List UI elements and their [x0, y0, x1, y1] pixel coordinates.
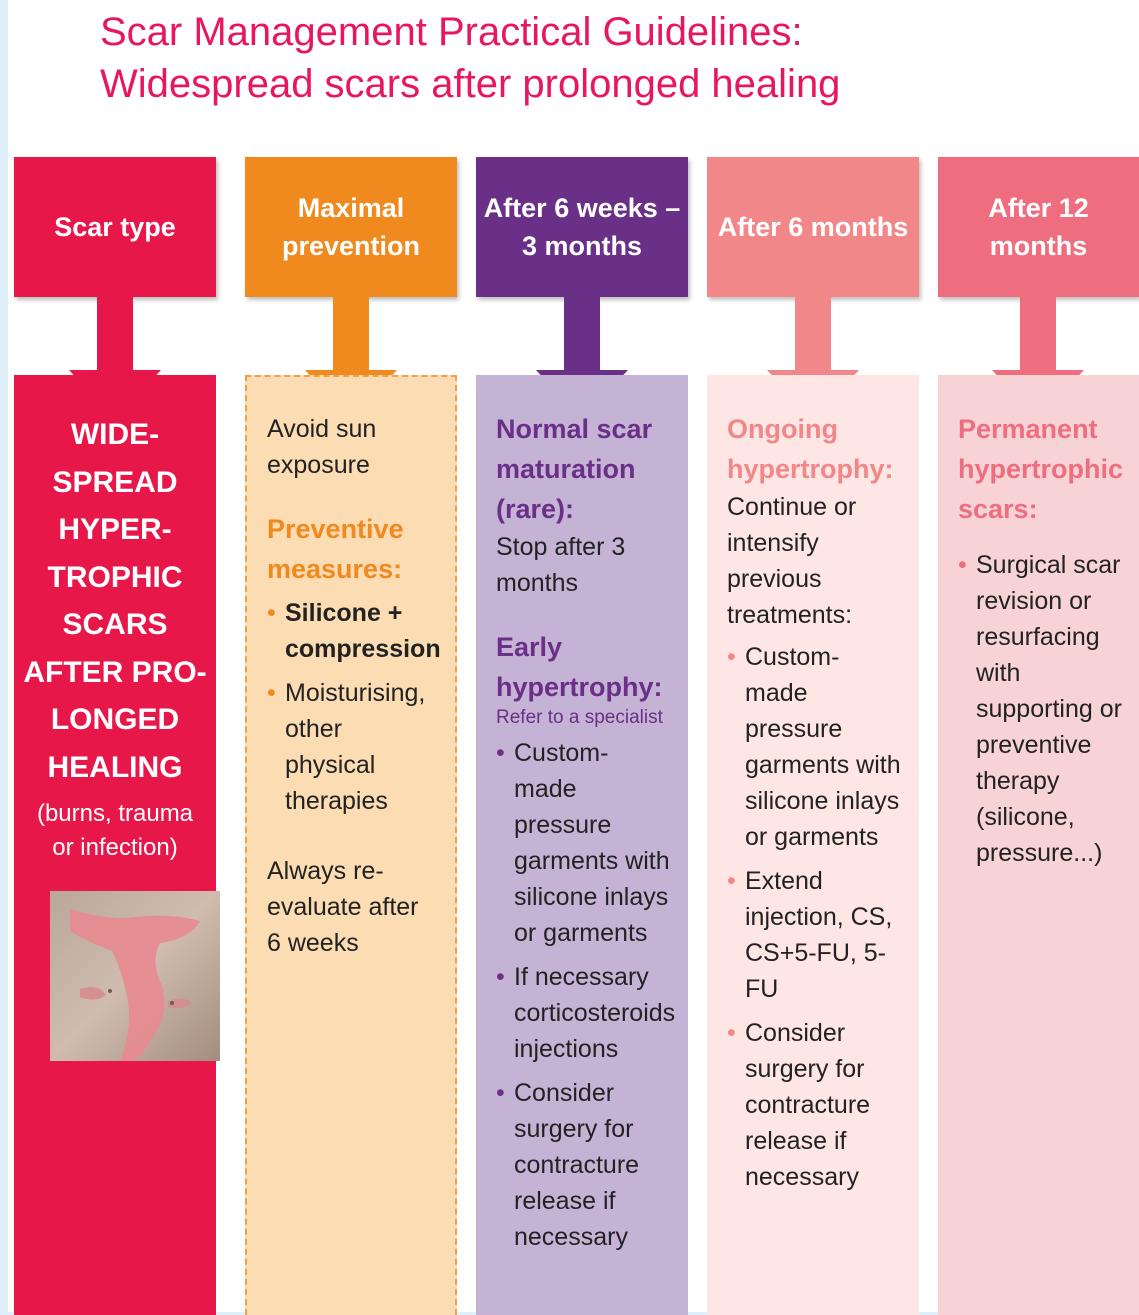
scar-photo [50, 891, 220, 1061]
bullet-list: •Custom-made pressure garments with sili… [496, 735, 670, 1255]
sub-note: Refer to a specialist [496, 707, 670, 729]
list-item: •Silicone + compression [267, 595, 437, 667]
arrow-stem [795, 297, 831, 372]
scar-type-label: WIDE- SPREAD HYPER- TROPHIC SCARS AFTER … [20, 411, 210, 791]
column-header: After 12 months [938, 157, 1139, 297]
list-item: •Custom-made pressure garments with sili… [727, 639, 901, 855]
arrow-stem [564, 297, 600, 372]
column-body: WIDE- SPREAD HYPER- TROPHIC SCARS AFTER … [14, 375, 216, 1315]
arrow-stem [333, 297, 369, 372]
list-item: •Consider surgery for contracture releas… [496, 1075, 670, 1255]
section-text: Stop after 3 months [496, 529, 670, 601]
outro-text: Always re-evaluate after 6 weeks [267, 853, 437, 961]
column-body: Permanent hypertrophic scars: •Surgical … [938, 375, 1139, 1315]
column-header: Scar type [14, 157, 216, 297]
scar-type-note: (burns, trauma or infection) [20, 797, 210, 865]
bullet-list: •Surgical scar revision or resurfacing w… [958, 547, 1131, 871]
list-item: •Extend injection, CS, CS+5-FU, 5-FU [727, 863, 901, 1007]
section-heading: Early hypertrophy: [496, 627, 670, 707]
list-item: •Surgical scar revision or resurfacing w… [958, 547, 1131, 871]
list-item: •Consider surgery for contracture releas… [727, 1015, 901, 1195]
section-heading: Preventive measures: [267, 509, 437, 589]
title-line-1: Scar Management Practical Guidelines: [100, 6, 1100, 58]
section-heading: Normal scar maturation (rare): [496, 409, 670, 529]
section-heading: Permanent hypertrophic scars: [958, 409, 1131, 529]
bullet-list: •Silicone + compression •Moisturising, o… [267, 595, 437, 819]
column-body: Normal scar maturation (rare): Stop afte… [476, 375, 688, 1315]
column-body: Ongoing hypertrophy: Continue or intensi… [707, 375, 919, 1315]
list-item: •Custom-made pressure garments with sili… [496, 735, 670, 951]
column-header: Maximal prevention [245, 157, 457, 297]
column-body: Avoid sun exposure Preventive measures: … [245, 375, 457, 1315]
list-item: •Moisturising, other physical therapies [267, 675, 437, 819]
section-text: Continue or intensify previous treatment… [727, 489, 901, 633]
arrow-stem [97, 297, 133, 372]
bullet-list: •Custom-made pressure garments with sili… [727, 639, 901, 1195]
page-title: Scar Management Practical Guidelines: Wi… [100, 6, 1100, 110]
column-header: After 6 months [707, 157, 919, 297]
intro-text: Avoid sun exposure [267, 411, 437, 483]
section-heading: Ongoing hypertrophy: [727, 409, 901, 489]
column-header: After 6 weeks – 3 months [476, 157, 688, 297]
arrow-stem [1020, 297, 1056, 372]
list-item: •If necessary corticosteroids injections [496, 959, 670, 1067]
title-line-2: Widespread scars after prolonged healing [100, 58, 1100, 110]
